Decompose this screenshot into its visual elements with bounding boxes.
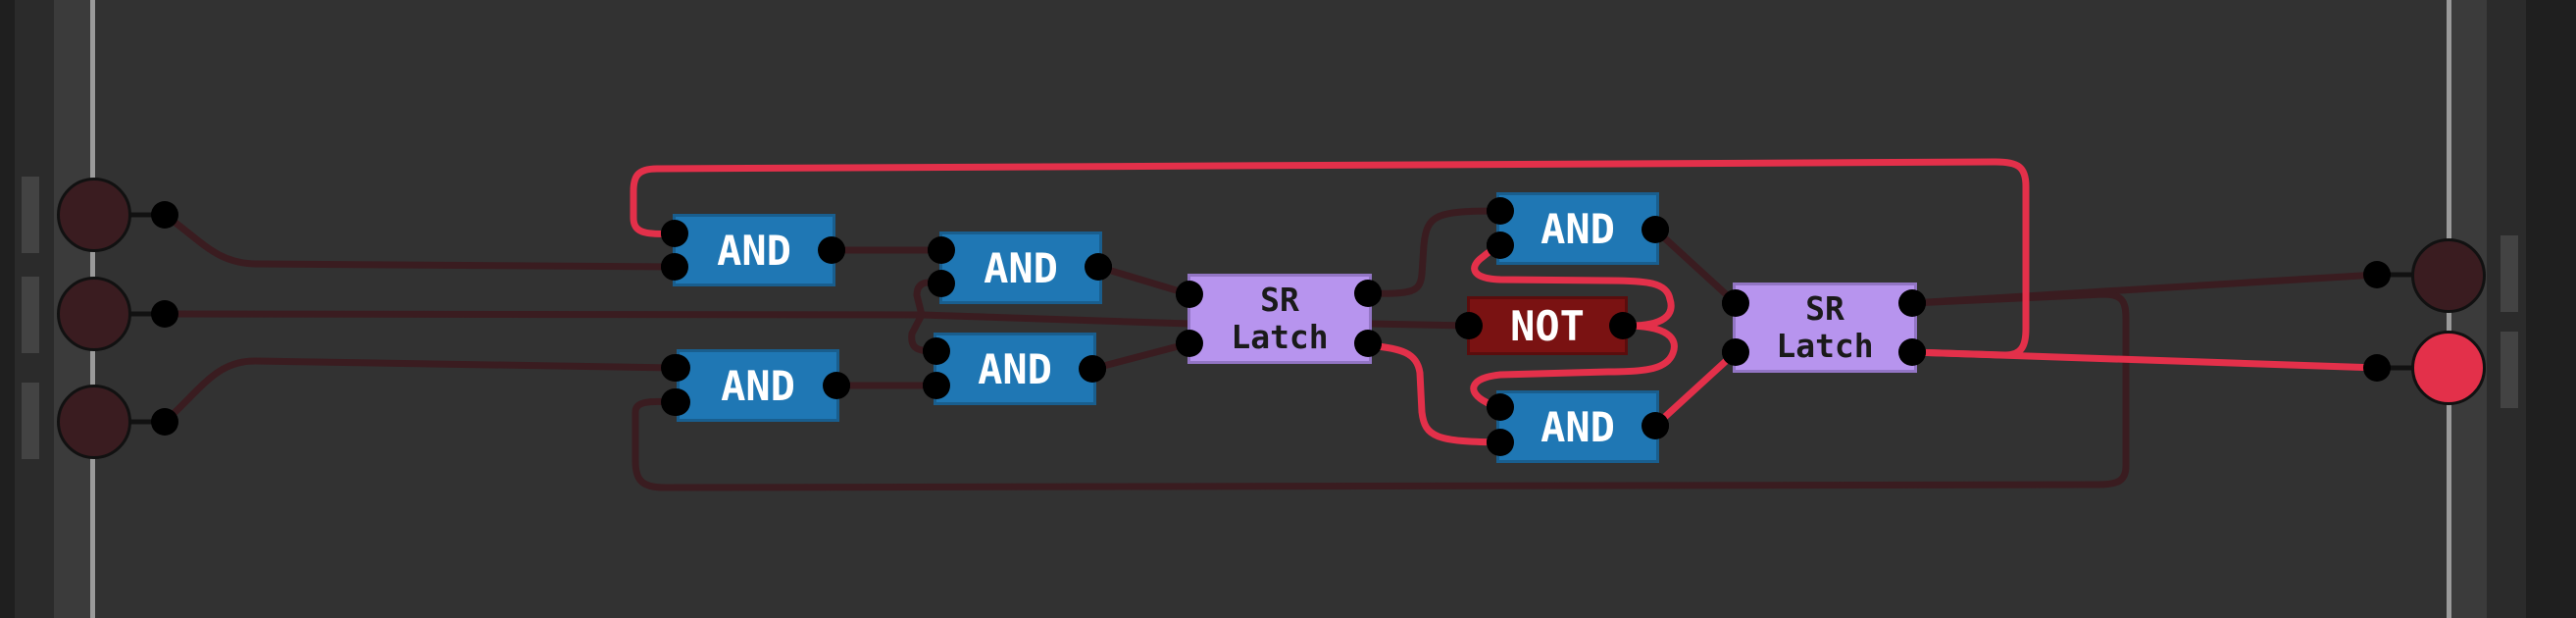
wire-latch1-not[interactable] xyxy=(1364,320,1473,330)
right-border xyxy=(2526,0,2576,618)
wire-latch2-out2[interactable] xyxy=(1908,348,2381,372)
wire-in3-and2[interactable] xyxy=(161,357,679,426)
output-pin-2 xyxy=(2411,331,2486,405)
left-border xyxy=(0,0,15,618)
and-gate-2[interactable]: AND xyxy=(677,349,839,422)
output-rail-handle-1[interactable] xyxy=(2500,235,2518,312)
input-1-connector[interactable] xyxy=(151,201,178,229)
and-gate-5[interactable]: AND xyxy=(1496,192,1659,265)
wire-loop-latch2-and2[interactable] xyxy=(631,290,2130,491)
not-gate[interactable]: NOT xyxy=(1467,296,1628,355)
output-1-connector[interactable] xyxy=(2363,261,2391,288)
wire-in1-and1[interactable] xyxy=(161,211,679,271)
input-pin-1[interactable] xyxy=(57,178,131,252)
wire-in2-latch1[interactable] xyxy=(161,310,1193,328)
output-2-connector[interactable] xyxy=(2363,354,2391,382)
and-gate-1[interactable]: AND xyxy=(673,214,835,286)
wire-and3-latch1[interactable] xyxy=(1094,263,1193,298)
and-gate-4[interactable]: AND xyxy=(934,333,1096,405)
and-gate-3[interactable]: AND xyxy=(939,232,1102,304)
input-3-connector[interactable] xyxy=(151,408,178,436)
input-rail-handle-2[interactable] xyxy=(22,277,39,353)
input-pin-3[interactable] xyxy=(57,385,131,459)
input-rail-handle-3[interactable] xyxy=(22,383,39,459)
input-rail-handle-1[interactable] xyxy=(22,177,39,253)
input-2-connector[interactable] xyxy=(151,300,178,328)
wire-and4-latch1[interactable] xyxy=(1088,339,1193,373)
output-pin-1 xyxy=(2411,238,2486,313)
wire-latch1-and5[interactable] xyxy=(1364,207,1504,297)
sr-latch-1[interactable]: SR Latch xyxy=(1187,274,1372,364)
wire-latch1-and6[interactable] xyxy=(1364,341,1504,446)
input-pin-2[interactable] xyxy=(57,277,131,351)
and-gate-6[interactable]: AND xyxy=(1496,390,1659,463)
sr-latch-2[interactable]: SR Latch xyxy=(1733,283,1917,373)
wire-loop-latch2-and1[interactable] xyxy=(630,158,2030,359)
output-rail-handle-2[interactable] xyxy=(2500,332,2518,408)
